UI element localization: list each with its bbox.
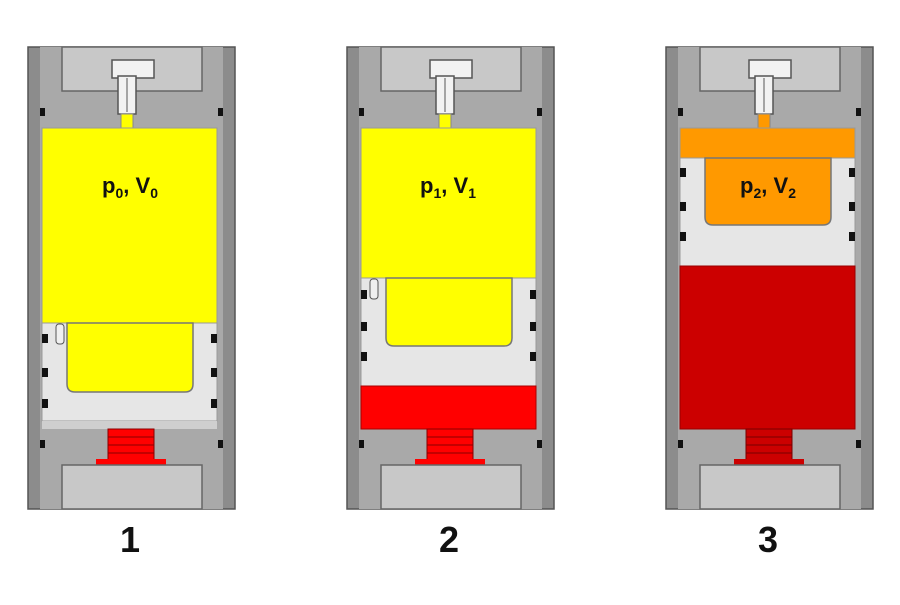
cylinder-1-bottom-cap (61, 464, 203, 510)
cylinder-2-gas-label: p1, V1 (420, 173, 476, 201)
cylinder-1: p0, V0 (27, 46, 236, 510)
cylinder-3-piston-seals (680, 168, 855, 241)
cylinder-2-piston-cavity (385, 277, 513, 347)
cylinder-1-piston-cavity (66, 322, 194, 393)
cylinder-3-valve-base (734, 459, 804, 465)
cylinder-2-valve-base (415, 459, 485, 465)
cylinder-2-inlet (438, 113, 452, 129)
cylinder-2-valve-ridges (427, 436, 473, 454)
cylinder-2-bottom-valve (426, 428, 474, 464)
cylinder-3-gas-label: p2, V2 (740, 173, 796, 201)
cylinder-1-pin-icon (55, 323, 65, 345)
cylinder-2-gas-chamber (360, 127, 537, 279)
cylinder-2-bottom-cap (380, 464, 522, 510)
cylinder-3: p2, V2 (665, 46, 874, 510)
cylinder-1-inlet (120, 113, 134, 129)
cylinder-3-valve-icon (748, 59, 792, 115)
cylinder-3-wall-seals (678, 108, 861, 448)
cylinder-2-pin-icon (369, 278, 379, 300)
cylinder-1-piston-seals (42, 334, 217, 408)
cylinder-1-gas-label: p0, V0 (102, 173, 158, 201)
cylinder-1-lower-chamber (42, 421, 217, 429)
cylinder-3-gas-chamber (679, 127, 856, 159)
cylinder-2-number: 2 (438, 519, 460, 560)
cylinder-3-piston-cavity (704, 157, 832, 226)
cylinder-1-number: 1 (119, 519, 141, 560)
cylinder-3-lower-chamber (679, 265, 856, 430)
cylinder-1-bottom-valve (107, 428, 155, 464)
cylinder-1-gas-chamber (41, 127, 218, 324)
cylinder-2: p1, V1 (346, 46, 555, 510)
cylinder-3-inlet (757, 113, 771, 129)
cylinder-1-valve-base (96, 459, 166, 465)
cylinder-2-wall-seals (359, 108, 542, 448)
cylinder-2-lower-chamber (360, 385, 537, 430)
cylinder-3-number: 3 (757, 519, 779, 560)
cylinder-3-bottom-valve (745, 428, 793, 464)
cylinder-1-wall-seals (40, 108, 223, 448)
cylinder-3-valve-ridges (746, 436, 792, 454)
cylinder-2-piston-seals (361, 290, 536, 361)
cylinder-1-valve-ridges (108, 436, 154, 454)
cylinder-3-bottom-cap (699, 464, 841, 510)
